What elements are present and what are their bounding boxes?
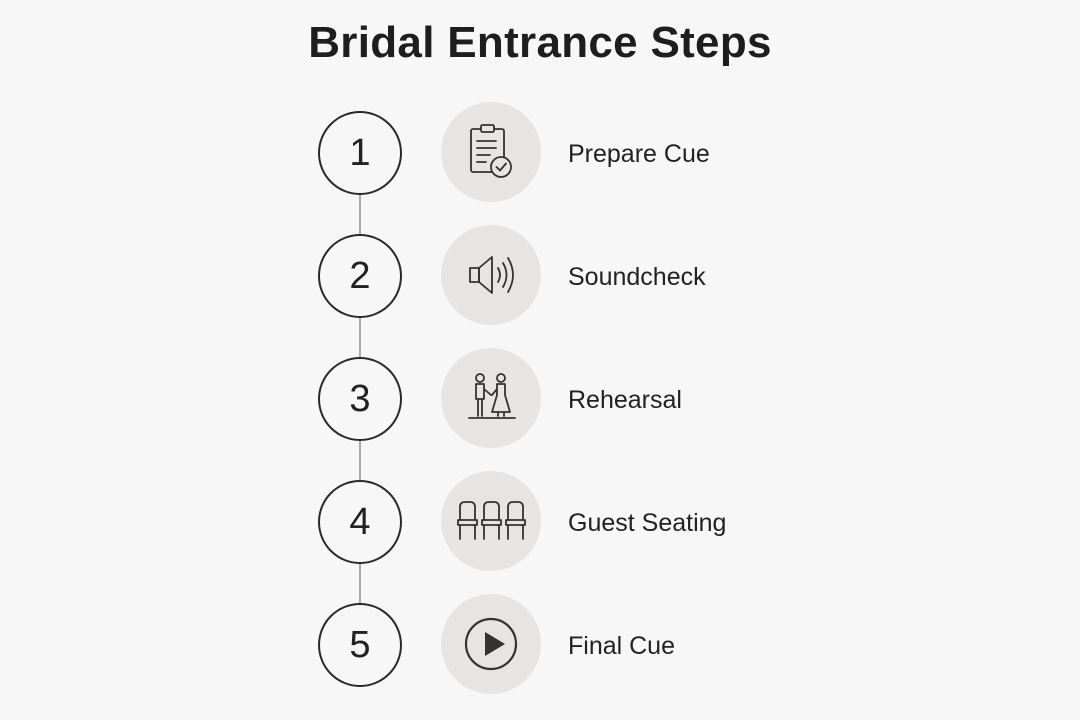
step-number-5: 5 [318, 603, 402, 687]
play-icon [464, 617, 518, 671]
page-title: Bridal Entrance Steps [308, 18, 772, 67]
step-icon-badge-1 [441, 102, 541, 202]
step-number-4: 4 [318, 480, 402, 564]
step-icon-badge-2 [441, 225, 541, 325]
step-label-1: Prepare Cue [568, 140, 710, 168]
step-number-3: 3 [318, 357, 402, 441]
chairs-icon [457, 501, 526, 540]
step-number-2: 2 [318, 234, 402, 318]
step-label-2: Soundcheck [568, 263, 706, 291]
step-label-5: Final Cue [568, 632, 675, 660]
step-label-3: Rehearsal [568, 386, 682, 414]
step-connector [359, 440, 361, 480]
couple-icon [468, 373, 516, 419]
step-number-1: 1 [318, 111, 402, 195]
step-icon-badge-3 [441, 348, 541, 448]
step-icon-badge-4 [441, 471, 541, 571]
clipboard-check-icon [470, 124, 512, 178]
step-connector [359, 317, 361, 357]
step-connector [359, 563, 361, 603]
step-connector [359, 194, 361, 234]
step-icon-badge-5 [441, 594, 541, 694]
step-label-4: Guest Seating [568, 509, 727, 537]
speaker-icon [469, 256, 514, 294]
